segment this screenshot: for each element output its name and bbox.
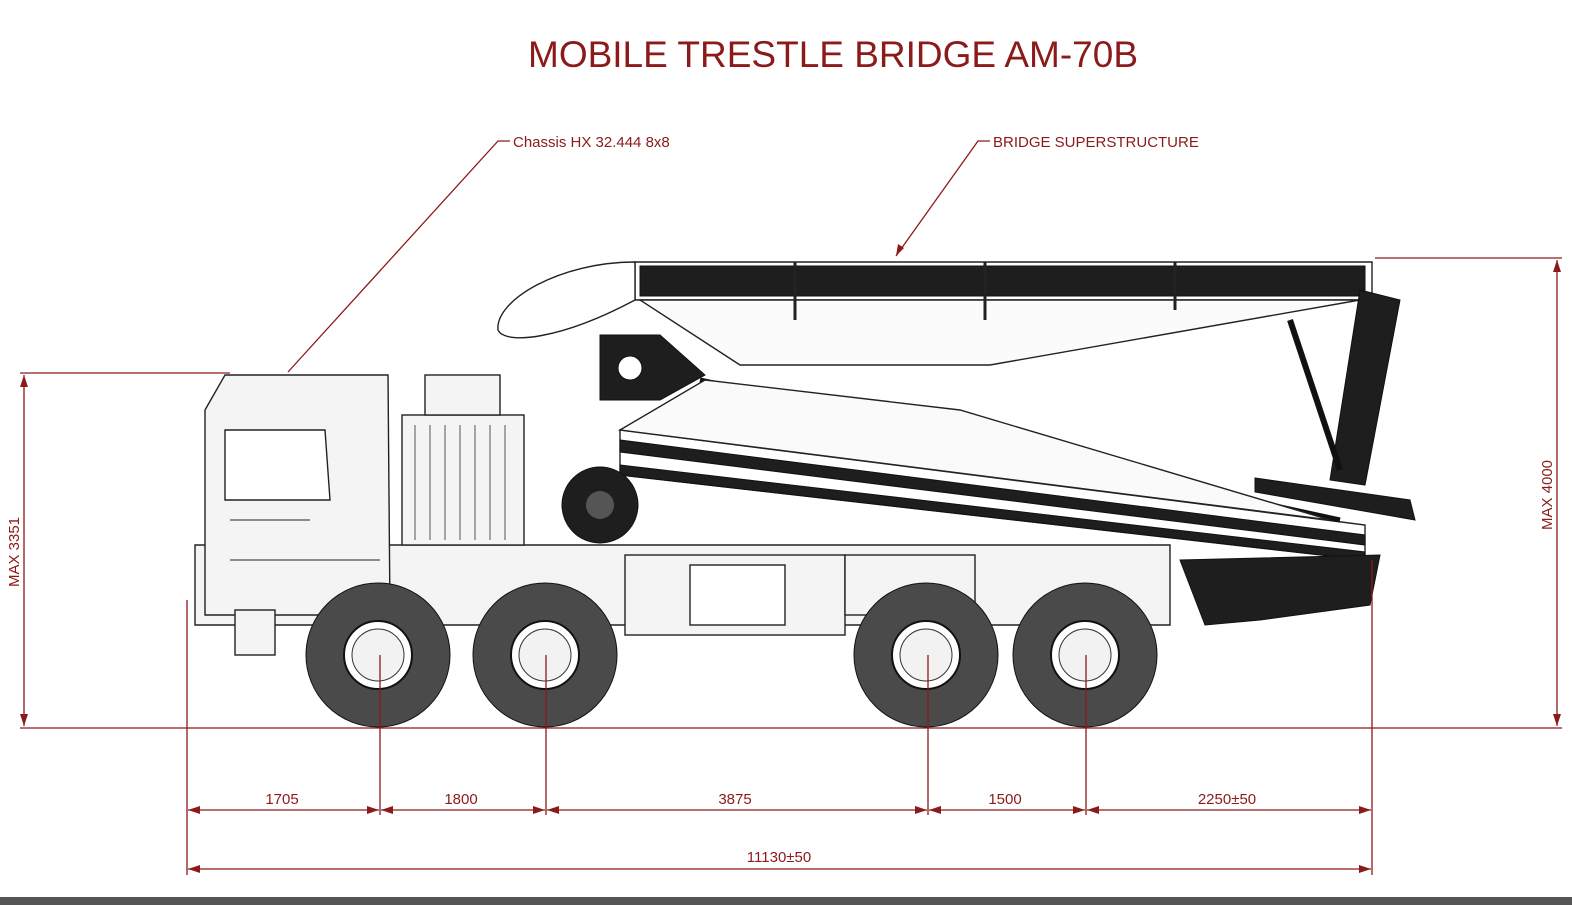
hinge-block [599, 334, 706, 401]
total-length-dimension: 11130±50 [747, 849, 811, 866]
segment-dimension: 1500 [988, 791, 1021, 808]
drawing-title: MOBILE TRESTLE BRIDGE AM-70B [528, 34, 1138, 75]
segment-dimension: 3875 [718, 791, 751, 808]
chassis-label: Chassis HX 32.444 8x8 [513, 134, 670, 151]
segment-dimension: 2250±50 [1198, 791, 1256, 808]
superstructure-callout: BRIDGE SUPERSTRUCTURE [895, 134, 1199, 257]
bridge-lower-boom [617, 377, 1366, 561]
wheel-2 [472, 582, 618, 728]
segment-dimension: 1800 [444, 791, 477, 808]
cab [204, 374, 391, 656]
wheel-4 [1012, 582, 1158, 728]
wheel-3 [853, 582, 999, 728]
hydraulic-arm [1179, 289, 1416, 626]
chassis-callout: Chassis HX 32.444 8x8 [287, 134, 670, 373]
wheels [305, 582, 1158, 728]
bridge-top-beam [497, 261, 1373, 366]
segment-dimension: 1705 [265, 791, 298, 808]
superstructure-label: BRIDGE SUPERSTRUCTURE [993, 134, 1199, 151]
truck-illustration [194, 261, 1416, 728]
engine-box [401, 374, 525, 546]
dimension-lines [20, 257, 1562, 875]
height-dimension-right: MAX 4000 [1539, 460, 1556, 530]
wheel-1 [305, 582, 451, 728]
height-dimension-left: MAX 3351 [6, 517, 23, 587]
bottom-border [0, 897, 1572, 905]
